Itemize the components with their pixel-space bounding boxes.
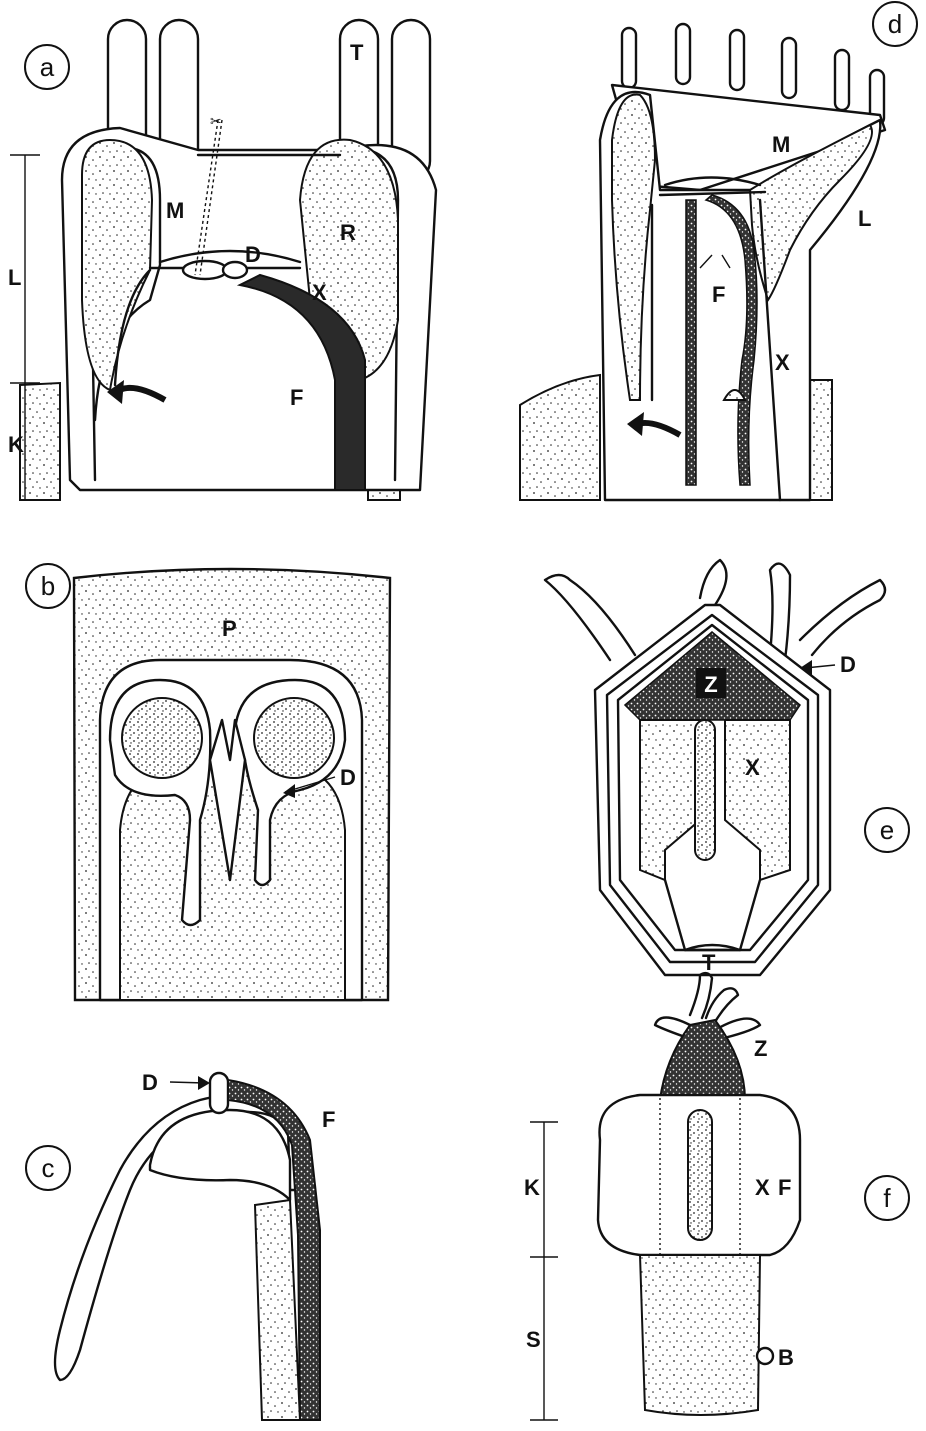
panel-a-label-k: K [8,432,24,457]
panel-c-label-f: F [322,1107,335,1132]
panel-f-label-s: S [526,1327,541,1352]
panel-a-diaphragm [183,261,227,279]
panel-b-label-d: D [340,765,356,790]
panel-f: f T Z K X F S B [524,950,909,1420]
panel-f-label-f: F [778,1175,791,1200]
panel-e-label-x: X [745,755,760,780]
panel-a-letter: a [40,52,55,82]
panel-a-label-d: D [245,242,261,267]
panel-a-label-f: F [290,385,303,410]
panel-d-label-x: X [775,350,790,375]
panel-a: ✂ a T M D R X F L K [8,20,436,500]
panel-b-circle-left [122,698,202,778]
panel-d-f-strand-left [686,200,696,485]
panel-c-letter: c [42,1153,55,1183]
panel-c-label-d: D [142,1070,158,1095]
panel-f-label-z: Z [754,1036,767,1061]
panel-f-label-b: B [778,1345,794,1370]
panel-e-letter: e [880,815,894,845]
panel-d-label-l: L [858,206,871,231]
panel-a-label-t: T [350,40,364,65]
panel-c: c D F [26,1070,335,1420]
panel-f-label-x: X [755,1175,770,1200]
panel-a-label-r: R [340,220,356,245]
panel-f-letter: f [883,1183,891,1213]
panel-e-label-d: D [840,652,856,677]
scissors-icon: ✂ [210,114,222,130]
panel-d-collar [520,375,600,500]
panel-c-strip [255,1200,300,1420]
panel-f-central-tube [688,1110,712,1240]
panel-f-bud [757,1348,773,1364]
panel-e-label-z: Z [704,672,717,697]
panel-f-stalk [640,1255,760,1415]
panel-c-d-knob [210,1073,228,1113]
panel-b: b P D [26,564,390,1000]
panel-d: d M L F X [520,2,917,500]
panel-a-label-m: M [166,198,184,223]
panel-d-letter: d [888,9,902,39]
panel-a-label-x: X [312,280,327,305]
panel-f-label-k: K [524,1175,540,1200]
panel-b-circle-right [254,698,334,778]
panel-b-letter: b [41,571,55,601]
panel-b-label-p: P [222,616,237,641]
panel-e: Z D X e [545,560,909,975]
panel-d-label-m: M [772,132,790,157]
panel-a-label-l: L [8,265,21,290]
panel-d-label-f: F [712,282,725,307]
panel-e-central-tube [695,720,715,860]
panel-f-label-t: T [702,950,716,975]
panel-a-collar [20,383,60,500]
